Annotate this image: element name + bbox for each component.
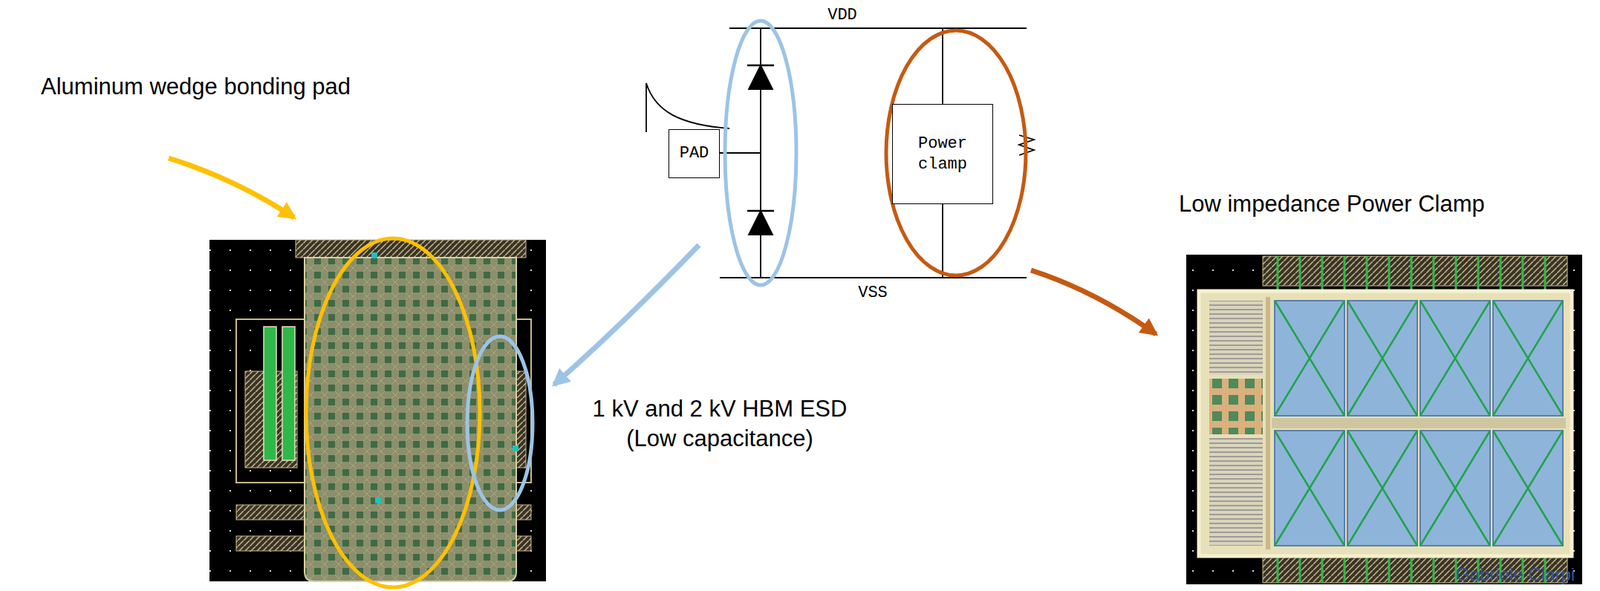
clamp-layout bbox=[1209, 378, 1263, 435]
clamp-layout bbox=[1186, 254, 1583, 585]
callout-label: Aluminum wedge bonding pad bbox=[40, 72, 351, 101]
pad-layout bbox=[209, 239, 546, 582]
schematic bbox=[646, 28, 1034, 278]
pointer-arrow bbox=[554, 245, 699, 385]
callout-label: 1 kV and 2 kV HBM ESD bbox=[592, 395, 848, 423]
pad-box: PAD bbox=[668, 129, 720, 179]
callout-label: Low impedance Power Clamp bbox=[1178, 190, 1485, 218]
clamp-layout bbox=[1209, 438, 1263, 546]
clamp-box: Power clamp bbox=[892, 103, 994, 205]
pointer-arrow bbox=[168, 158, 295, 218]
clamp-layout bbox=[1186, 254, 1583, 585]
pad-layout bbox=[375, 497, 382, 504]
callout-label: (Low capacitance) bbox=[626, 424, 814, 453]
pad-layout bbox=[236, 319, 305, 483]
clamp-layout bbox=[1186, 254, 1583, 585]
rail-name: VDD bbox=[827, 5, 858, 26]
clamp-layout bbox=[1274, 300, 1563, 546]
clamp-layout bbox=[1277, 256, 1546, 290]
clamp-layout bbox=[1271, 418, 1566, 429]
pad-layout bbox=[209, 239, 546, 582]
clamp-layout bbox=[1274, 300, 1563, 416]
highlight-ellipse bbox=[306, 238, 480, 588]
highlight-ellipse bbox=[886, 30, 1026, 276]
clamp-layout bbox=[1265, 297, 1271, 550]
highlight-ellipse bbox=[467, 336, 533, 511]
pad-layout bbox=[282, 326, 295, 461]
diode-symbol bbox=[747, 210, 775, 213]
pad-layout bbox=[371, 252, 378, 259]
diode-symbol bbox=[748, 65, 773, 90]
highlight-ellipse bbox=[724, 20, 797, 286]
pad-layout bbox=[209, 239, 546, 582]
diode-symbol bbox=[748, 210, 773, 235]
clamp-layout bbox=[1274, 430, 1563, 546]
clamp-layout bbox=[1209, 300, 1263, 376]
pad-layout bbox=[304, 257, 517, 582]
pad-layout bbox=[512, 445, 519, 452]
pad-layout bbox=[263, 326, 277, 461]
box-text: Power clamp bbox=[898, 133, 987, 175]
vss-rail bbox=[719, 277, 1027, 279]
box-text: PAD bbox=[679, 143, 710, 165]
rail-name: VSS bbox=[857, 283, 888, 304]
clamp-layout bbox=[1198, 291, 1572, 557]
esd-pulse bbox=[646, 83, 730, 133]
author-credit: Gabriele Ciarpi bbox=[1455, 564, 1575, 587]
diode-symbol bbox=[747, 64, 775, 67]
pointer-arrow bbox=[1031, 270, 1156, 335]
